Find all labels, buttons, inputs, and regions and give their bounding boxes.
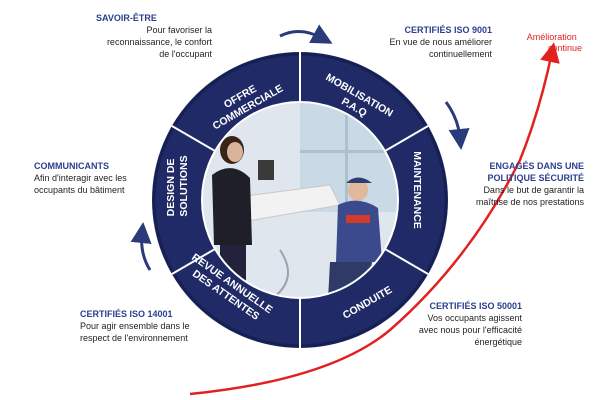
note-title: CERTIFIÉS ISO 9001 bbox=[404, 25, 492, 35]
cycle-arrows bbox=[130, 24, 470, 271]
note-line: maîtrise de nos prestations bbox=[475, 197, 584, 207]
segment-design-solutions: DESIGN DE SOLUTIONS bbox=[165, 155, 190, 216]
note-savoir-etre: SAVOIR-ÊTRE Pour favoriser la reconnaiss… bbox=[96, 12, 212, 60]
note-line: reconnaissance, le confort bbox=[106, 37, 212, 47]
note-line: Pour agir ensemble dans le bbox=[80, 321, 190, 331]
photo-border bbox=[201, 101, 399, 299]
note-title: CERTIFIÉS ISO 50001 bbox=[429, 301, 522, 311]
note-line: avec nous pour l'efficacité bbox=[418, 325, 522, 335]
cycle-arrow-left bbox=[130, 222, 152, 271]
note-line: occupants du bâtiment bbox=[34, 185, 125, 195]
note-line: En vue de nous améliorer bbox=[389, 37, 492, 47]
note-communicants: COMMUNICANTS Afin d'interagir avec les o… bbox=[34, 160, 152, 196]
segment-dividers bbox=[171, 52, 429, 348]
note-line: Dans le but de garantir la bbox=[483, 185, 584, 195]
note-title-2: POLITIQUE SÉCURITÉ bbox=[487, 173, 584, 183]
note-line: respect de l'environnement bbox=[80, 333, 188, 343]
note-line: Afin d'interagir avec les bbox=[34, 173, 127, 183]
note-iso14001: CERTIFIÉS ISO 14001 Pour agir ensemble d… bbox=[80, 308, 210, 344]
cycle-arrow-top bbox=[279, 24, 333, 44]
note-line: continuellement bbox=[428, 49, 492, 59]
note-iso50001: CERTIFIÉS ISO 50001 Vos occupants agisse… bbox=[400, 300, 522, 348]
improvement-label: Amélioration continue bbox=[527, 32, 582, 53]
note-title: COMMUNICANTS bbox=[34, 161, 109, 171]
note-line: de l'occupant bbox=[159, 49, 212, 59]
segment-maintenance: MAINTENANCE bbox=[411, 151, 423, 229]
center-photo bbox=[202, 102, 398, 298]
note-title: ENGAGÉS DANS UNE bbox=[489, 161, 584, 171]
note-line: énergétique bbox=[474, 337, 522, 347]
note-title: CERTIFIÉS ISO 14001 bbox=[80, 309, 173, 319]
note-line: Pour favoriser la bbox=[146, 25, 212, 35]
note-iso9001: CERTIFIÉS ISO 9001 En vue de nous amélio… bbox=[372, 24, 492, 60]
note-title: SAVOIR-ÊTRE bbox=[96, 13, 157, 23]
improvement-curve bbox=[189, 42, 560, 396]
cycle-arrow-right bbox=[444, 101, 470, 150]
note-securite: ENGAGÉS DANS UNE POLITIQUE SÉCURITÉ Dans… bbox=[462, 160, 584, 208]
note-line: Vos occupants agissent bbox=[427, 313, 522, 323]
